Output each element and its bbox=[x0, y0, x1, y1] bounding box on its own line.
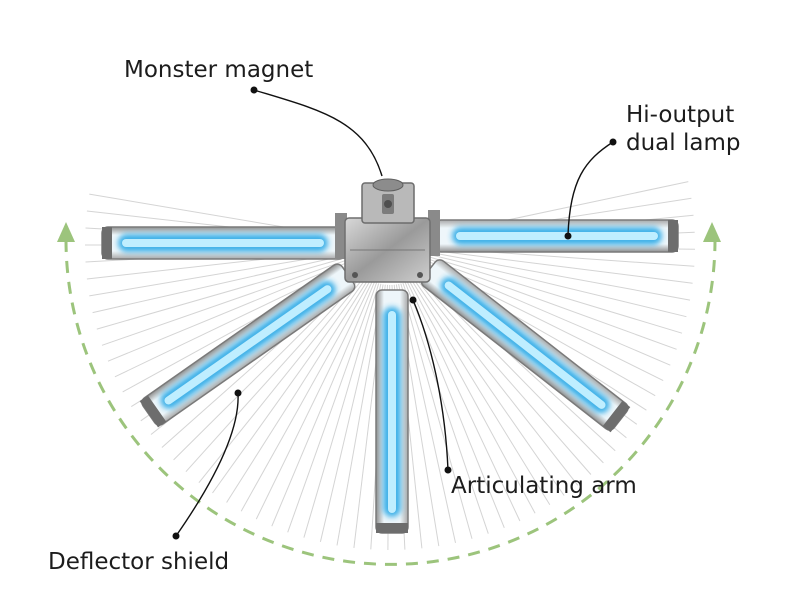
label-hi-output-line1: Hi-output bbox=[626, 102, 735, 128]
light-ray bbox=[412, 277, 565, 496]
lamp-arm-lower-right bbox=[420, 259, 631, 433]
light-ray bbox=[101, 257, 353, 346]
light-ray bbox=[428, 253, 687, 318]
light-ray bbox=[426, 260, 671, 366]
light-ray bbox=[400, 283, 473, 539]
label-hi-output-line2: dual lamp bbox=[626, 130, 741, 156]
magnet-leader-line bbox=[253, 89, 383, 177]
lamp-arm-lower-left bbox=[139, 263, 356, 428]
lamp-arm-left bbox=[101, 226, 346, 260]
light-ray bbox=[428, 256, 683, 334]
light-ray bbox=[303, 283, 380, 538]
light-ray bbox=[185, 274, 364, 473]
leader-lines bbox=[175, 89, 614, 537]
light-ray bbox=[410, 278, 551, 506]
magnet-housing bbox=[361, 178, 415, 224]
light-ray bbox=[287, 282, 378, 533]
lamp-arm-bottom bbox=[375, 289, 409, 534]
label-hi-output-dual-lamp: Hi-output dual lamp bbox=[626, 101, 740, 157]
light-ray bbox=[427, 258, 677, 350]
coverage-arrow-left-icon bbox=[57, 222, 75, 242]
label-articulating-arm: Articulating arm bbox=[451, 473, 637, 499]
light-ray bbox=[414, 276, 579, 486]
light-ray bbox=[240, 279, 371, 512]
light-ray bbox=[415, 274, 592, 475]
light-ray bbox=[429, 249, 693, 284]
lamp-leader-line bbox=[567, 141, 614, 236]
leader-dots bbox=[172, 86, 617, 540]
light-ray bbox=[107, 259, 354, 362]
light-ray bbox=[429, 251, 691, 301]
arm-leader-line bbox=[412, 299, 449, 471]
light-ray bbox=[96, 255, 352, 330]
shield-leader-line bbox=[175, 392, 239, 537]
light-ray bbox=[319, 283, 382, 543]
light-ray bbox=[226, 278, 370, 503]
light-ray bbox=[92, 253, 352, 314]
light-ray bbox=[406, 280, 521, 522]
light-ray bbox=[402, 282, 489, 534]
light-ray bbox=[212, 277, 368, 494]
coverage-arc bbox=[64, 239, 717, 566]
light-ray bbox=[408, 279, 536, 514]
label-monster-magnet: Monster magnet bbox=[124, 57, 314, 83]
light-ray bbox=[271, 281, 375, 527]
lamp-arm-right bbox=[434, 219, 679, 253]
label-deflector-shield: Deflector shield bbox=[48, 549, 230, 575]
coverage-arrow-right-icon bbox=[703, 222, 721, 242]
light-ray bbox=[255, 280, 373, 520]
